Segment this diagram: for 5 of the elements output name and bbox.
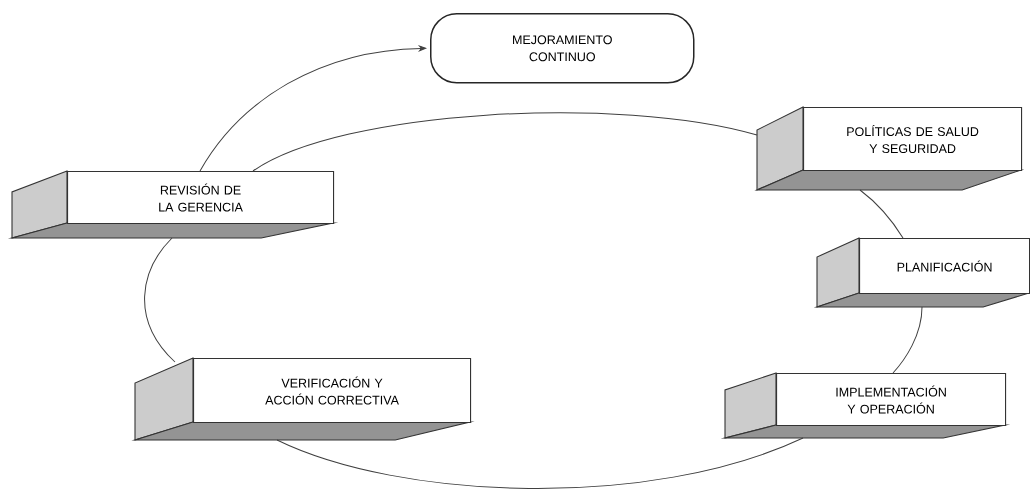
connector-line: [892, 306, 923, 374]
arrow: [199, 45, 427, 172]
connector-line: [252, 112, 758, 172]
node-label: PLANIFICACIÓN: [897, 260, 992, 272]
rounded-box: MEJORAMIENTO CONTINUO: [430, 13, 695, 84]
